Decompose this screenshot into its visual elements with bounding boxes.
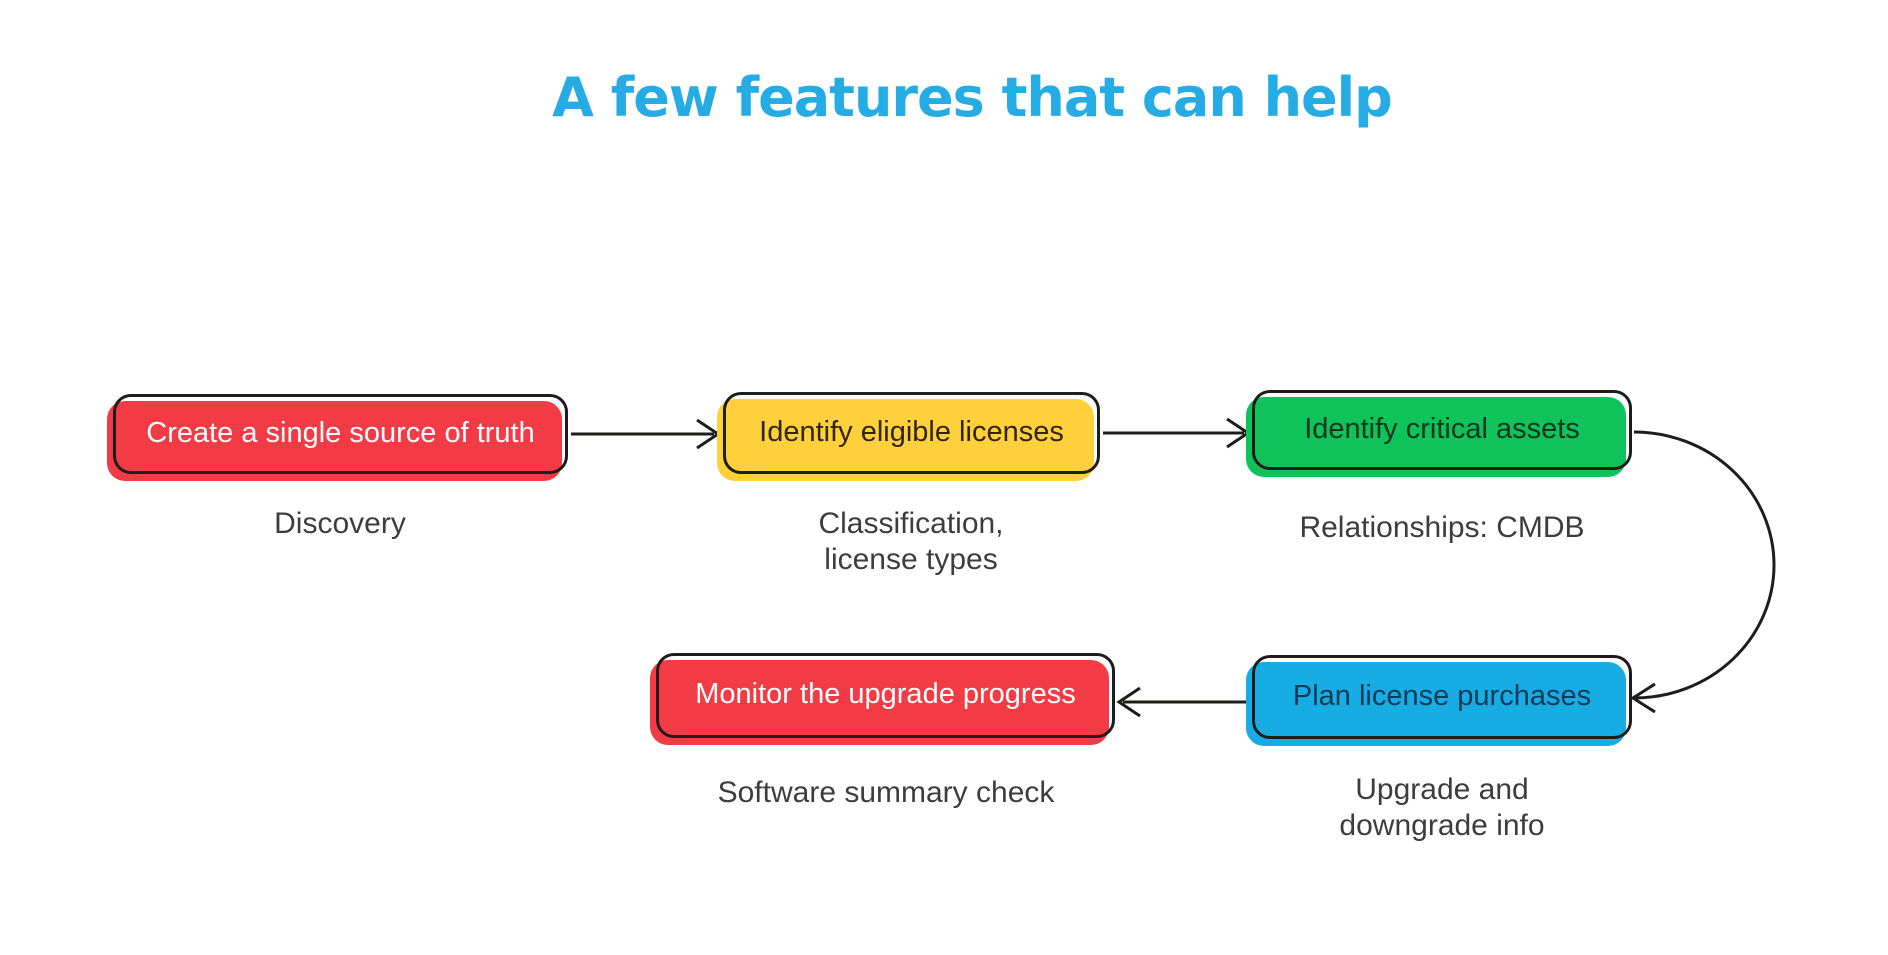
node-caption-discovery: Discovery [274, 507, 406, 540]
flow-node-identify-critical-assets: Identify critical assets [1246, 390, 1632, 477]
node-fill [107, 401, 562, 481]
arrow-node3-to-node4-icon [1630, 430, 1776, 714]
flow-node-create-single-source: Create a single source of truth [107, 394, 568, 481]
arrow-node4-to-node5-icon [1116, 686, 1250, 718]
node-outline [1252, 390, 1632, 470]
arrow-node2-to-node3-icon [1103, 417, 1251, 449]
node-caption-software-summary-check: Software summary check [717, 776, 1055, 809]
node-outline [656, 653, 1115, 738]
node-caption-relationships-cmdb: Relationships: CMDB [1299, 511, 1585, 544]
node-fill [717, 399, 1094, 481]
node-fill [1246, 397, 1626, 477]
node-label: Identify eligible licenses [759, 415, 1064, 448]
arrow-node1-to-node2-icon [571, 418, 721, 450]
node-caption-classification: Classification, license types [818, 507, 1004, 576]
node-label: Plan license purchases [1292, 679, 1592, 712]
node-label: Monitor the upgrade progress [695, 678, 1076, 710]
flow-node-monitor-upgrade-progress: Monitor the upgrade progress [650, 653, 1115, 745]
node-outline [1252, 655, 1632, 739]
node-fill [1246, 662, 1626, 746]
node-fill [650, 660, 1109, 745]
flow-node-identify-eligible-licenses: Identify eligible licenses [717, 392, 1100, 481]
node-label: Create a single source of truth [146, 416, 535, 449]
node-caption-upgrade-downgrade-info: Upgrade and downgrade info [1339, 773, 1545, 842]
node-label: Identify critical assets [1304, 412, 1580, 445]
page-title: A few features that can help [552, 66, 1393, 129]
flow-node-plan-license-purchases: Plan license purchases [1246, 655, 1632, 746]
node-outline [113, 394, 568, 474]
node-outline [723, 392, 1100, 474]
